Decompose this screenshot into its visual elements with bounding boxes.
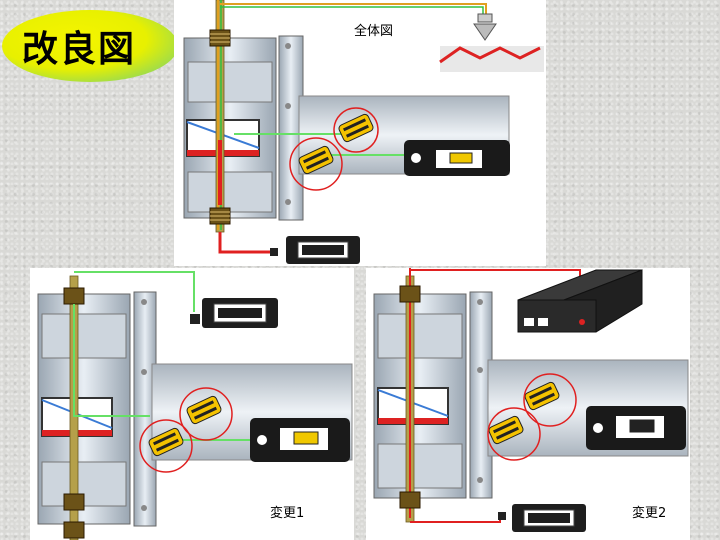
sensor-amplifier-icon (586, 406, 686, 450)
change2-panel: 変更2 (366, 268, 690, 540)
fiber-head-icon (63, 287, 85, 539)
signal-light-icon (473, 13, 497, 41)
highlight-circle (333, 107, 379, 153)
sensor-amplifier-icon (250, 418, 350, 462)
sensor-amplifier-icon (404, 140, 510, 176)
overview-panel: 全体図 (174, 0, 546, 266)
page-title: 改良図 (22, 29, 137, 70)
sensor-unit-icon (488, 381, 560, 445)
controller-box-icon (517, 269, 643, 333)
sensor-unit-icon (298, 113, 374, 175)
title-badge (0, 8, 180, 84)
panel-label-overview: 全体図 (354, 24, 394, 39)
change1-panel: 変更1 (30, 268, 354, 540)
sensor-unit-icon (148, 395, 222, 457)
highlight-circle (289, 137, 343, 191)
highlight-circle (523, 373, 577, 427)
highlight-circle (487, 407, 541, 461)
panel-label-change2: 変更2 (632, 506, 667, 521)
highlight-circle (179, 387, 233, 441)
controller-box-icon (270, 236, 360, 264)
fiber-head-icon (209, 29, 231, 225)
sensor-amplifier-icon (190, 298, 278, 328)
sensor-amplifier-icon (498, 504, 586, 532)
panel-label-change1: 変更1 (270, 506, 305, 521)
highlight-circle (139, 419, 193, 473)
fiber-head-icon (399, 285, 421, 509)
waveform-icon (439, 46, 541, 64)
